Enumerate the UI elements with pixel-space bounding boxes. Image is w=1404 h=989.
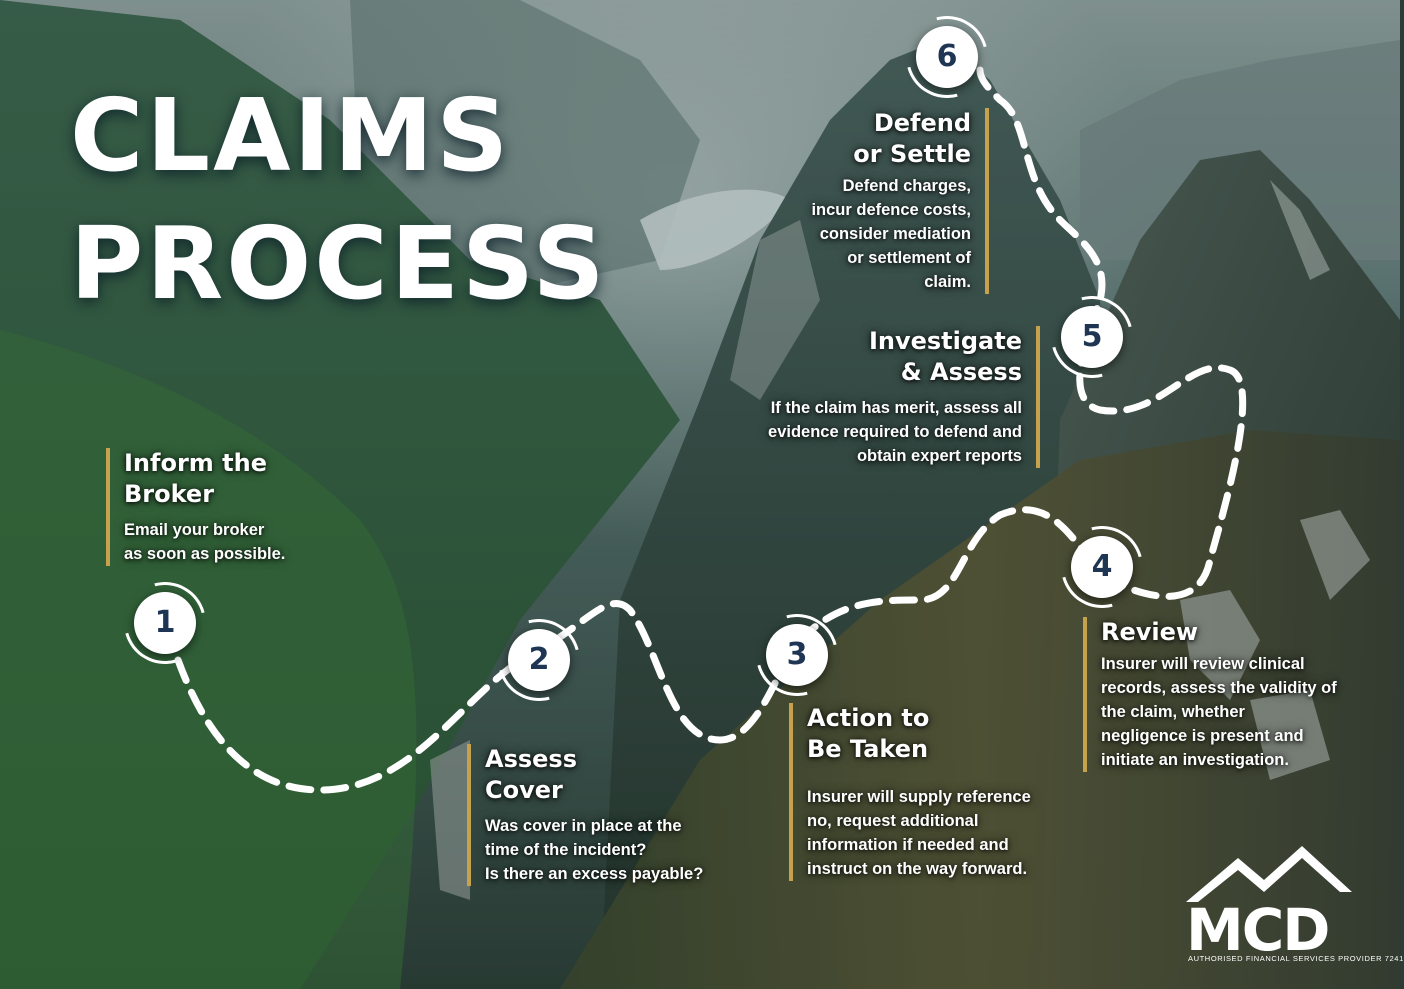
step-1-text-line-2: as soon as possible. [124, 545, 286, 563]
step-5-info: Investigate & Assess If the claim has mer… [768, 326, 1040, 468]
step-4-number-badge: 4 [1071, 536, 1133, 598]
step-5-text-line-3: obtain expert reports [856, 447, 1022, 465]
step-6-description: Defend charges, incur defence costs, consi… [811, 174, 971, 294]
logo-wordmark: MCD [1186, 896, 1328, 964]
step-6-text-line-3: consider mediation [819, 225, 971, 243]
step-3-number-badge: 3 [766, 624, 828, 686]
step-3-text-line-4: instruct on the way forward. [807, 860, 1028, 878]
step-3-heading: Action to Be Taken [807, 703, 1031, 765]
page-title-line-2: PROCESS [70, 205, 608, 322]
step-4-heading: Review [1101, 617, 1337, 648]
mountain-roof-icon [1186, 846, 1352, 902]
logo-tagline: AUTHORISED FINANCIAL SERVICES PROVIDER 7… [1188, 954, 1404, 963]
step-4-text-line-5: initiate an investigation. [1101, 751, 1289, 769]
step-4-heading-line-1: Review [1101, 618, 1199, 646]
step-6-number-badge: 6 [916, 26, 978, 88]
step-4-text-line-2: records, assess the validity of [1101, 679, 1337, 697]
step-2-text-line-1: Was cover in place at the [485, 817, 682, 835]
step-1-description: Email your broker as soon as possible. [124, 518, 285, 566]
step-4-info: Review Insurer will review clinical recor… [1083, 617, 1337, 772]
step-2-text-line-2: time of the incident? [485, 841, 647, 859]
step-4-description: Insurer will review clinical records, ass… [1101, 652, 1337, 772]
step-2-heading-line-2: Cover [485, 776, 563, 804]
step-6-text-line-1: Defend charges, [842, 177, 971, 195]
step-5-description: If the claim has merit, assess all eviden… [768, 396, 1022, 468]
step-6-info: Defend or Settle Defend charges, incur def… [811, 108, 989, 294]
step-4-text-line-1: Insurer will review clinical [1101, 655, 1305, 673]
step-3-text-line-3: information if needed and [807, 836, 1009, 854]
step-3-heading-line-1: Action to [807, 704, 930, 732]
step-5-text-line-2: evidence required to defend and [768, 423, 1022, 441]
step-1-heading-line-1: Inform the [124, 449, 267, 477]
page-title-line-1: CLAIMS [70, 77, 512, 194]
step-3-info: Action to Be Taken Insurer will supply re… [789, 703, 1031, 881]
mcd-logo: MCD [1186, 846, 1352, 964]
step-6-text-line-4: or settlement of [847, 249, 971, 267]
step-6-text-line-2: incur defence costs, [811, 201, 971, 219]
step-1-text-line-1: Email your broker [124, 521, 265, 539]
step-5-heading: Investigate & Assess [768, 326, 1022, 388]
step-6-heading-line-1: Defend [873, 109, 971, 137]
step-6-heading: Defend or Settle [811, 108, 971, 170]
step-2-number-badge: 2 [508, 629, 570, 691]
step-5-heading-line-2: & Assess [900, 358, 1022, 386]
step-6-heading-line-2: or Settle [853, 140, 971, 168]
step-2-description: Was cover in place at the time of the inc… [485, 814, 703, 886]
step-2-text-line-3: Is there an excess payable? [485, 865, 704, 883]
step-1-number-badge: 1 [134, 592, 196, 654]
step-6-text-line-5: claim. [924, 273, 971, 291]
step-5-heading-line-1: Investigate [868, 327, 1022, 355]
step-3-text-line-1: Insurer will supply reference [807, 788, 1031, 806]
step-1-heading-line-2: Broker [124, 480, 215, 508]
step-3-heading-line-2: Be Taken [807, 735, 929, 763]
step-2-heading-line-1: Assess [485, 745, 577, 773]
step-5-number-badge: 5 [1061, 306, 1123, 368]
step-4-text-line-3: the claim, whether [1101, 703, 1245, 721]
step-3-description: Insurer will supply reference no, request… [807, 785, 1031, 881]
step-3-text-line-2: no, request additional [807, 812, 979, 830]
step-5-text-line-1: If the claim has merit, assess all [770, 399, 1022, 417]
step-4-text-line-4: negligence is present and [1101, 727, 1304, 745]
